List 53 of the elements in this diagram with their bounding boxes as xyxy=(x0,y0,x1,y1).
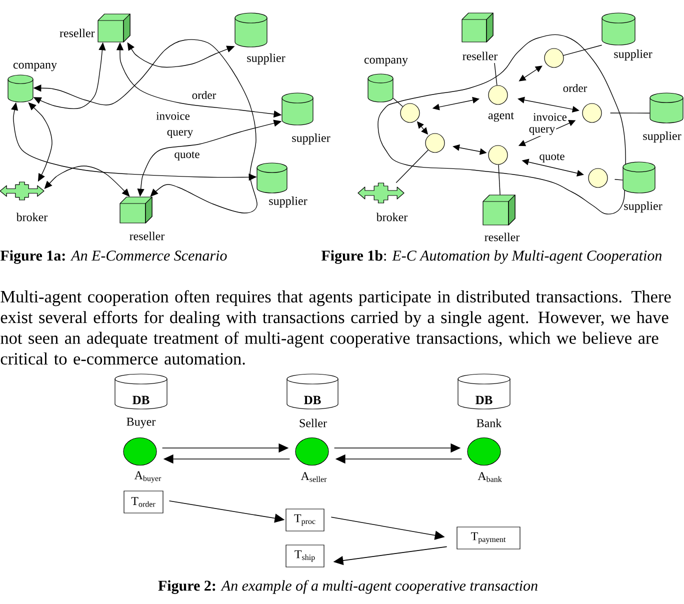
label: quote xyxy=(538,152,566,164)
node-label: Bank xyxy=(476,418,502,428)
line xyxy=(494,62,498,86)
database-cylinder: DB xyxy=(114,374,168,410)
node-label: reseller xyxy=(130,232,165,240)
task-box: T$_{order}$ xyxy=(124,490,164,514)
node-label: supplier xyxy=(614,50,652,60)
circle xyxy=(400,103,420,123)
task-box: T$_{proc}$ xyxy=(286,508,324,532)
line xyxy=(614,179,624,180)
node-label: Seller xyxy=(300,418,327,428)
label: quote xyxy=(173,150,201,162)
figure-caption: Figure 1a: An E-Commerce Scenario xyxy=(0,250,227,264)
label: invoice xyxy=(155,111,191,121)
database-cylinder: DB xyxy=(458,374,510,410)
node-label: supplier xyxy=(247,54,286,64)
label: invoice xyxy=(532,112,568,122)
node-label: broker xyxy=(16,212,48,222)
node-label: reseller xyxy=(484,232,520,242)
line xyxy=(563,44,602,56)
label: query xyxy=(166,129,194,139)
node-label: A$_{buyer}$ xyxy=(134,471,162,483)
task-box: T$_{ship}$ xyxy=(286,544,324,568)
body-text: Multi-agent cooperation often requires that agents participate in distributed transactions. There exist several efforts for dealing with transactions carried by a single agent. However, we have not seen an adequate treatment of multi-agent cooperative transactions, which we believe are critical to e-commerce automation. xyxy=(0,290,671,365)
node-label: reseller xyxy=(462,52,498,60)
node-label: company xyxy=(13,62,57,72)
figure-caption: Figure 2: An example of a multi-agent cooperative transaction xyxy=(158,580,538,594)
node-label: company xyxy=(364,58,408,66)
label: order xyxy=(562,82,588,94)
circle xyxy=(488,145,508,165)
node-label: supplier xyxy=(292,134,330,144)
figure-caption: Figure 1b: E-C Automation by Multi-agent Cooperation xyxy=(321,250,662,264)
node-label: broker xyxy=(376,212,408,222)
circle xyxy=(588,168,608,188)
label: query xyxy=(528,126,556,136)
node-label: Buyer xyxy=(126,418,156,428)
node-label: supplier xyxy=(624,202,662,212)
task-box: T$_{payment}$ xyxy=(456,526,520,550)
circle xyxy=(544,48,564,68)
circle xyxy=(582,103,602,123)
line xyxy=(396,150,429,184)
line xyxy=(392,98,403,107)
node-label: agent xyxy=(488,112,514,122)
node-label: supplier xyxy=(269,196,308,208)
database-cylinder: DB xyxy=(286,374,338,410)
node-label: reseller xyxy=(60,28,95,38)
line xyxy=(498,164,500,196)
circle xyxy=(425,133,445,153)
label: order xyxy=(190,90,218,100)
node-label: supplier xyxy=(643,132,682,142)
line xyxy=(610,112,650,114)
node-label: A$_{seller}$ xyxy=(300,472,327,482)
node-label: A$_{bank}$ xyxy=(478,472,502,482)
